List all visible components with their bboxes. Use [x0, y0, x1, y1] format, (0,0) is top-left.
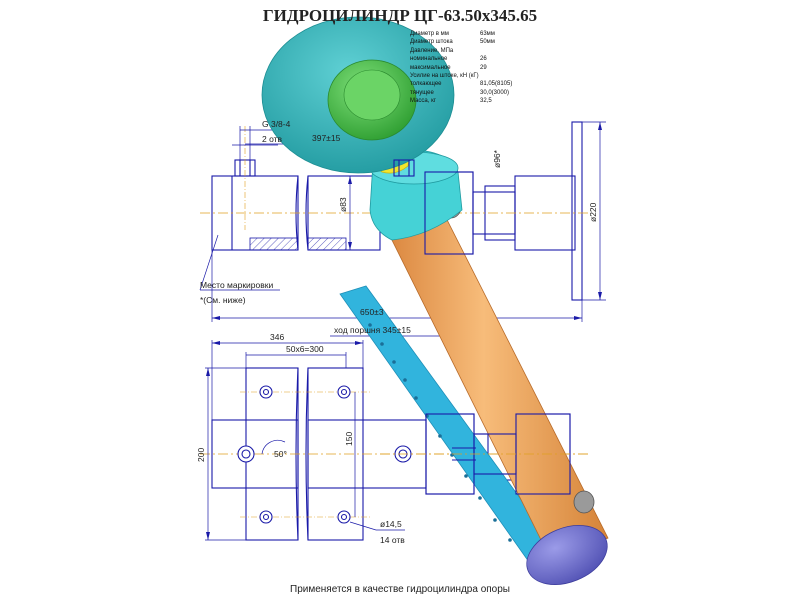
dim-inner-width: 150 [344, 432, 354, 446]
marking-note-line1: Место маркировки [200, 280, 273, 290]
dim-port-spacing: 397±15 [312, 133, 341, 143]
spec-value: 81,05(8105) [480, 81, 513, 88]
hatch-left [249, 237, 299, 251]
arrowheads [206, 122, 602, 540]
dim-hole-count: 14 отв [380, 535, 405, 545]
dim-hole-pitch: 50х6=300 [286, 344, 324, 354]
dim-height: 200 [196, 448, 206, 462]
spec-row: Масса, кг 32,5 [410, 97, 540, 105]
dim-hole-diameter: ø14,5 [380, 519, 402, 529]
drawing-caption: Применяется в качестве гидроцилиндра опо… [290, 584, 510, 595]
spec-row: номинальное 26 [410, 55, 540, 63]
spec-row: Давление, МПа [410, 47, 540, 55]
spec-label: Диаметр в мм [410, 31, 449, 37]
spec-value: 30,0(3000) [480, 89, 510, 96]
spec-label: Усилие на штоке, кН (кГ) [410, 72, 479, 79]
dim-flange-diameter: ø220 [588, 202, 598, 222]
spec-row: Диаметр штока 50мм [410, 38, 540, 46]
spec-row: Диаметр в мм 63мм [410, 30, 540, 38]
spec-label: максимальное [410, 64, 451, 71]
dim-rod-diameter: ø96* [492, 149, 502, 168]
spec-label: Давление, МПа [410, 47, 454, 54]
spec-label: номинальное [410, 56, 448, 63]
mounting-holes [237, 385, 412, 524]
spec-value: 29 [480, 64, 487, 71]
spec-row: максимальное 29 [410, 64, 540, 72]
dimension-labels: G 3/8-4 2 отв 397±15 ø96* ø83 ø220 650±3… [196, 119, 598, 545]
dim-angle: 50° [274, 449, 287, 459]
dim-port-thread: G 3/8-4 [262, 119, 291, 129]
hub-inner [343, 69, 401, 121]
dim-body-diameter: ø83 [338, 197, 348, 212]
end-cap [526, 525, 608, 585]
spec-row: тянущее 30,0(3000) [410, 89, 540, 97]
marking-note-line2: *(См. ниже) [200, 295, 246, 305]
lug-lower [573, 490, 595, 514]
dim-overall-length: 650±3 [360, 307, 384, 317]
hatch-mid [307, 237, 347, 251]
specs-table: Диаметр в мм 63мм Диаметр штока 50мм Давле… [410, 30, 540, 106]
spec-value: 32,5 [480, 98, 492, 105]
spec-value: 63мм [480, 31, 495, 37]
spec-label: тянущее [410, 89, 434, 96]
dim-piston-stroke: ход поршня 345±15 [334, 325, 411, 335]
spec-label: Диаметр штока [410, 39, 453, 46]
cylinder-3d-render [261, 16, 609, 585]
spec-value: 50мм [480, 39, 495, 46]
dim-mounting-length: 346 [270, 332, 284, 342]
spec-label: Масса, кг [410, 98, 436, 105]
spec-row: толкающее 81,05(8105) [410, 80, 540, 88]
spec-value: 26 [480, 56, 487, 63]
spec-row: Усилие на штоке, кН (кГ) [410, 72, 540, 80]
dim-port-count: 2 отв [262, 134, 283, 144]
spec-label: толкающее [410, 81, 442, 88]
drawing-title: ГИДРОЦИЛИНДР ЦГ-63.50х345.65 [262, 6, 538, 25]
